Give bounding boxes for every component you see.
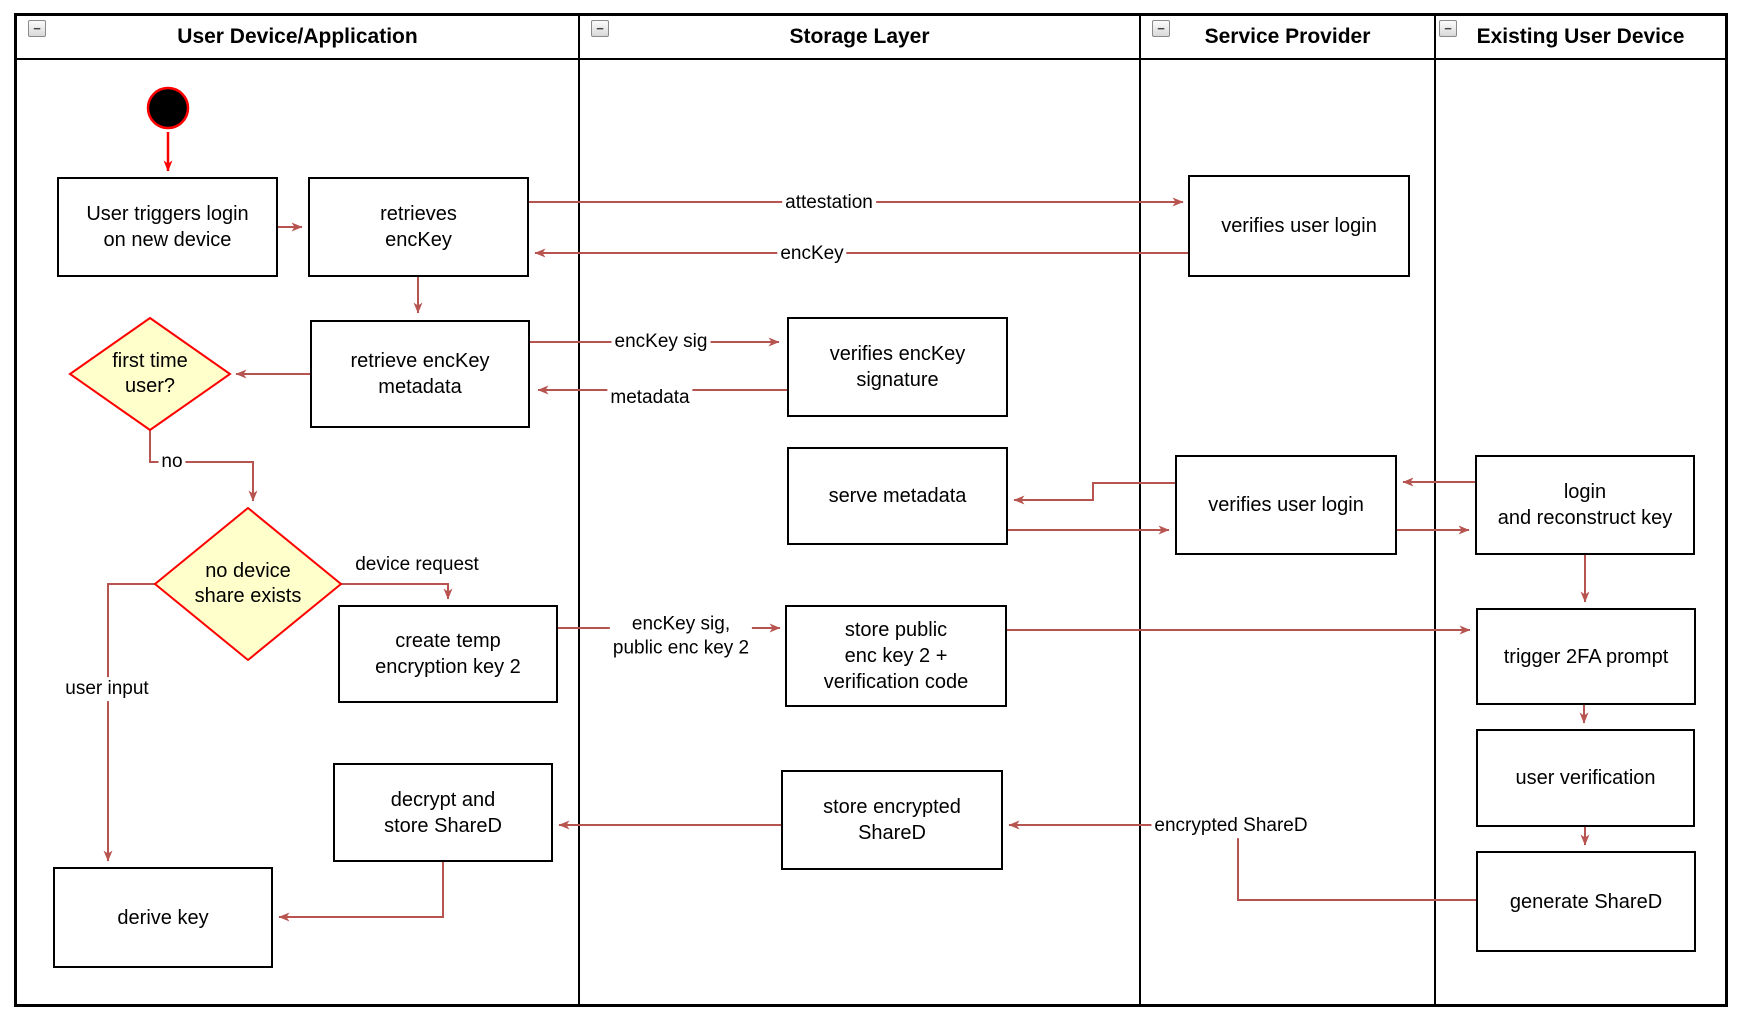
edge-label-device-request: device request	[355, 554, 479, 576]
node-serve-metadata[interactable]: serve metadata	[787, 447, 1008, 545]
node-verifies-enckey-signature[interactable]: verifies encKey signature	[787, 317, 1008, 417]
edge-label-enckey-sig: encKey sig	[611, 330, 711, 354]
lane-header-existing-user-device[interactable]: Existing User Device	[1436, 15, 1725, 58]
edge-label-metadata: metadata	[607, 386, 693, 410]
edge-label-user-input: user input	[62, 677, 152, 701]
lane-divider-2	[1139, 13, 1141, 1007]
lane-title: User Device/Application	[177, 24, 418, 48]
node-store-public-key[interactable]: store public enc key 2 + verification co…	[785, 605, 1007, 707]
lane-title: Service Provider	[1204, 24, 1371, 48]
lane-title: Storage Layer	[789, 24, 930, 48]
lane-header-user-device[interactable]: User Device/Application	[17, 15, 578, 58]
lane-header-storage-layer[interactable]: Storage Layer	[580, 15, 1139, 58]
node-verifies-user-login-top[interactable]: verifies user login	[1188, 175, 1410, 277]
collapse-lane-icon[interactable]: −	[1439, 20, 1457, 37]
edge-label-no: no	[158, 450, 186, 474]
node-user-verification[interactable]: user verification	[1476, 729, 1695, 827]
node-create-temp-key[interactable]: create temp encryption key 2	[338, 605, 558, 703]
lane-divider-3	[1434, 13, 1436, 1007]
edge-label-attestation: attestation	[782, 191, 876, 215]
decision-label-first-time: first time user?	[112, 350, 188, 397]
lane-divider-1	[578, 13, 580, 1007]
collapse-lane-icon[interactable]: −	[28, 20, 46, 37]
node-trigger-2fa-prompt[interactable]: trigger 2FA prompt	[1476, 608, 1696, 705]
node-retrieve-enckey-metadata[interactable]: retrieve encKey metadata	[310, 320, 530, 428]
collapse-lane-icon[interactable]: −	[591, 20, 609, 37]
edge-label-enckey-sig-public: encKey sig, public enc key 2	[609, 612, 753, 660]
lane-title: Existing User Device	[1476, 24, 1685, 48]
node-decrypt-store-shared[interactable]: decrypt and store ShareD	[333, 763, 553, 862]
node-verifies-user-login-mid[interactable]: verifies user login	[1175, 455, 1397, 555]
node-generate-shared[interactable]: generate ShareD	[1476, 851, 1696, 952]
edge-label-enckey: encKey	[777, 242, 847, 266]
lane-header-underline	[14, 58, 1728, 60]
decision-label-no-device-share: no device share exists	[194, 560, 302, 607]
edge-label-encrypted-shared: encrypted ShareD	[1151, 814, 1311, 838]
node-store-encrypted-shared[interactable]: store encrypted ShareD	[781, 770, 1003, 870]
swimlane-pool	[14, 13, 1728, 1007]
node-derive-key[interactable]: derive key	[53, 867, 273, 968]
node-retrieves-enckey[interactable]: retrieves encKey	[308, 177, 529, 277]
collapse-lane-icon[interactable]: −	[1152, 20, 1170, 37]
node-login-reconstruct-key[interactable]: login and reconstruct key	[1475, 455, 1695, 555]
lane-header-service-provider[interactable]: Service Provider	[1141, 15, 1434, 58]
node-user-triggers-login[interactable]: User triggers login on new device	[57, 177, 278, 277]
